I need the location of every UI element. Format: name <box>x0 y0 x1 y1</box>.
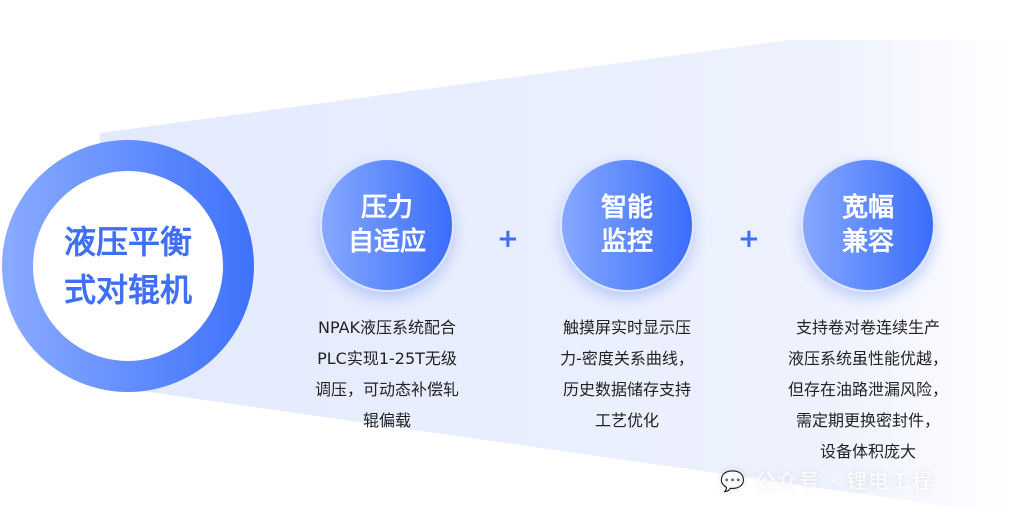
desc-line: 设备体积庞大 <box>819 442 916 461</box>
desc-line: 调压，可动态补偿轧 <box>314 380 459 399</box>
feature-title: 兼容 <box>841 227 894 257</box>
main-title-line: 液压平衡 <box>63 223 192 261</box>
feature-desc: NPAK液压系统配合 PLC实现1-25T无级调压，可动态补偿轧辊偏载 <box>287 312 487 436</box>
desc-line: PLC实现1-25T无级 <box>317 349 457 368</box>
wechat-icon: 💬 <box>720 469 756 493</box>
feature-monitoring: 智能监控 触摸屏实时显示压力-密度关系曲线， 历史数据储存支持工艺优化 <box>527 158 727 436</box>
feature-title: 智能 <box>600 193 653 223</box>
desc-line: 液压系统虽性能优越， <box>787 349 948 368</box>
feature-title: 压力 <box>360 193 413 223</box>
desc-line: 辊偏载 <box>362 411 411 430</box>
feature-circle: 压力自适应 <box>320 158 454 292</box>
feature-title: 宽幅 <box>841 193 894 223</box>
desc-line: 触摸屏实时显示压 <box>562 318 691 337</box>
watermark-text: 公众号 · 锂电工程 <box>755 469 935 493</box>
feature-circle: 宽幅兼容 <box>801 158 935 292</box>
plus-icon: + <box>738 224 760 254</box>
desc-line: 支持卷对卷连续生产 <box>795 318 940 337</box>
main-circle: 液压平衡 式对辊机 <box>2 140 254 392</box>
desc-line: 力-密度关系曲线， <box>560 349 694 368</box>
desc-line: 需定期更换密封件， <box>795 411 940 430</box>
feature-title: 监控 <box>600 227 653 257</box>
desc-line: 历史数据储存支持 <box>562 380 691 399</box>
feature-title: 自适应 <box>347 227 426 257</box>
feature-circle: 智能监控 <box>560 158 694 292</box>
feature-desc: 触摸屏实时显示压力-密度关系曲线， 历史数据储存支持工艺优化 <box>527 312 727 436</box>
plus-icon: + <box>497 224 519 254</box>
desc-line: NPAK液压系统配合 <box>317 318 457 337</box>
feature-desc: 支持卷对卷连续生产液压系统虽性能优越， 但存在油路泄漏风险， 需定期更换密封件， 设备… <box>768 312 968 467</box>
desc-line: 工艺优化 <box>594 411 659 430</box>
feature-wide: 宽幅兼容 支持卷对卷连续生产液压系统虽性能优越， 但存在油路泄漏风险， 需定期更换密… <box>768 158 968 467</box>
watermark: 💬 公众号 · 锂电工程 <box>720 465 934 494</box>
desc-line: 但存在油路泄漏风险， <box>787 380 948 399</box>
main-title-line: 式对辊机 <box>63 271 192 309</box>
feature-pressure: 压力自适应 NPAK液压系统配合 PLC实现1-25T无级调压，可动态补偿轧辊偏载 <box>287 158 487 436</box>
